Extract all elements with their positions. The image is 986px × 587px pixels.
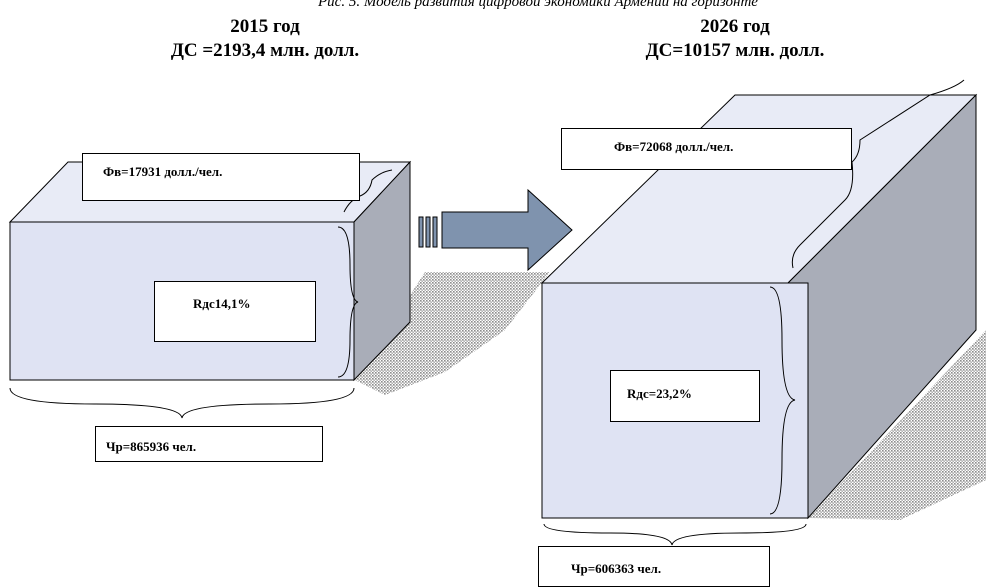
right-depth-brace: [791, 79, 965, 269]
right-fv-label: Фв=72068 долл./чел.: [561, 128, 852, 170]
left-box-shadow: [355, 272, 550, 395]
left-height-brace: [337, 226, 359, 378]
right-chr-label: Чр=606363 чел.: [538, 546, 770, 587]
right-width-brace: [543, 523, 807, 546]
right-total-heading: ДС=10157 млн. долл.: [645, 40, 825, 61]
right-height-brace: [769, 286, 796, 515]
left-fv-label: Фв=17931 долл./чел.: [82, 153, 360, 201]
figure-caption: Рис. 5. Модель развития цифровой экономи…: [318, 0, 758, 10]
transition-arrow: [441, 188, 573, 272]
right-rds-label: Rдс=23,2%: [610, 370, 760, 422]
left-rds-label: Rдс14,1%: [154, 281, 316, 342]
arrow-stripe-1: [418, 216, 424, 248]
left-chr-label: Чр=865936 чел.: [95, 426, 323, 462]
left-width-brace: [9, 387, 355, 419]
arrow-stripe-2: [425, 216, 431, 248]
arrow-stripe-3: [432, 216, 438, 248]
right-box-shadow: [808, 330, 986, 520]
left-depth-brace: [343, 169, 393, 213]
left-total-heading: ДС =2193,4 млн. долл.: [170, 40, 360, 61]
left-year-heading: 2015 год: [230, 16, 300, 37]
right-year-heading: 2026 год: [700, 16, 770, 37]
